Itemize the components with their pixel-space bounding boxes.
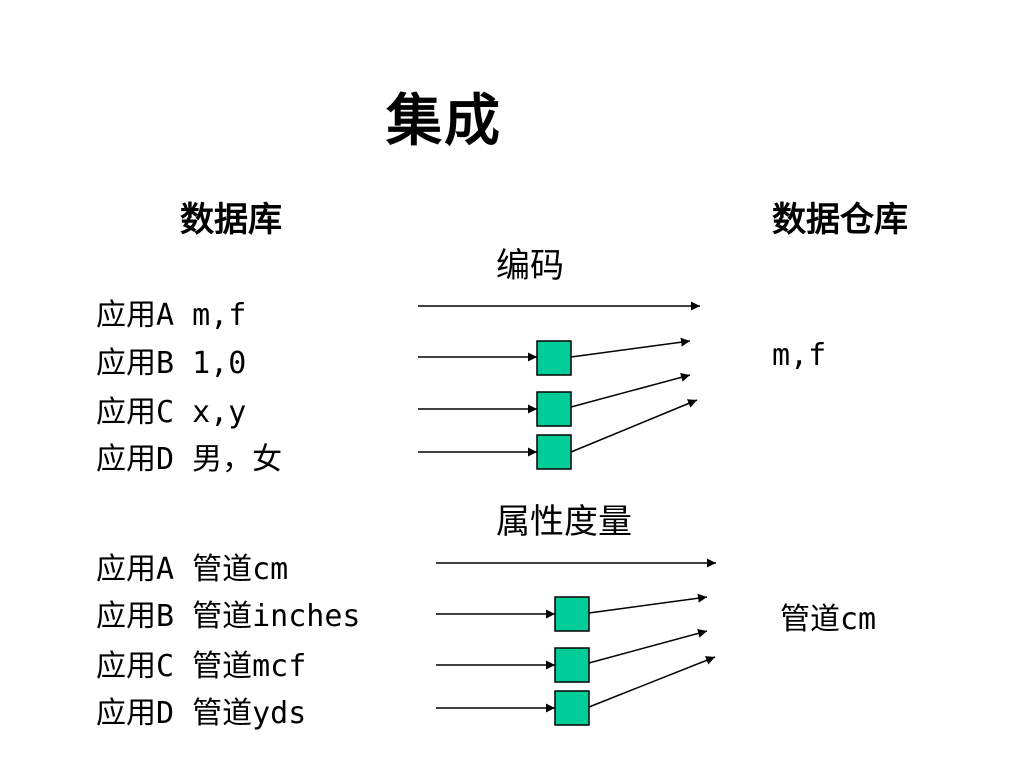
encoding-row-app-b: 应用B 1,0 xyxy=(96,346,247,381)
encoding-heading: 编码 xyxy=(496,246,564,286)
arrow-encoding-c-out xyxy=(570,372,691,408)
encoding-row-app-a: 应用A m,f xyxy=(96,298,247,333)
arrow-measure-b-out xyxy=(588,593,708,614)
arrow-encoding-b-out xyxy=(570,337,691,358)
data-warehouse-header: 数据仓库 xyxy=(772,200,908,240)
measure-result: 管道cm xyxy=(780,602,877,637)
transform-box-measure-b xyxy=(554,596,590,632)
encoding-result: m,f xyxy=(772,338,827,373)
arrow-encoding-d-out xyxy=(570,399,698,453)
attribute-measure-heading: 属性度量 xyxy=(496,502,632,542)
measure-row-app-c: 应用C 管道mcf xyxy=(96,649,307,684)
arrow-measure-d-out xyxy=(588,656,716,708)
transform-box-encoding-b xyxy=(536,340,572,376)
page-title: 集成 xyxy=(386,89,502,154)
measure-row-app-d: 应用D 管道yds xyxy=(96,696,307,731)
encoding-row-app-c: 应用C x,y xyxy=(96,395,247,430)
measure-row-app-b: 应用B 管道inches xyxy=(96,599,361,634)
transform-box-encoding-c xyxy=(536,391,572,427)
encoding-row-app-d: 应用D 男，女 xyxy=(96,442,283,477)
database-header: 数据库 xyxy=(180,200,282,240)
arrow-measure-c-out xyxy=(588,629,708,664)
measure-row-app-a: 应用A 管道cm xyxy=(96,552,289,587)
transform-box-measure-d xyxy=(554,690,590,726)
transform-box-measure-c xyxy=(554,647,590,683)
transform-box-encoding-d xyxy=(536,434,572,470)
